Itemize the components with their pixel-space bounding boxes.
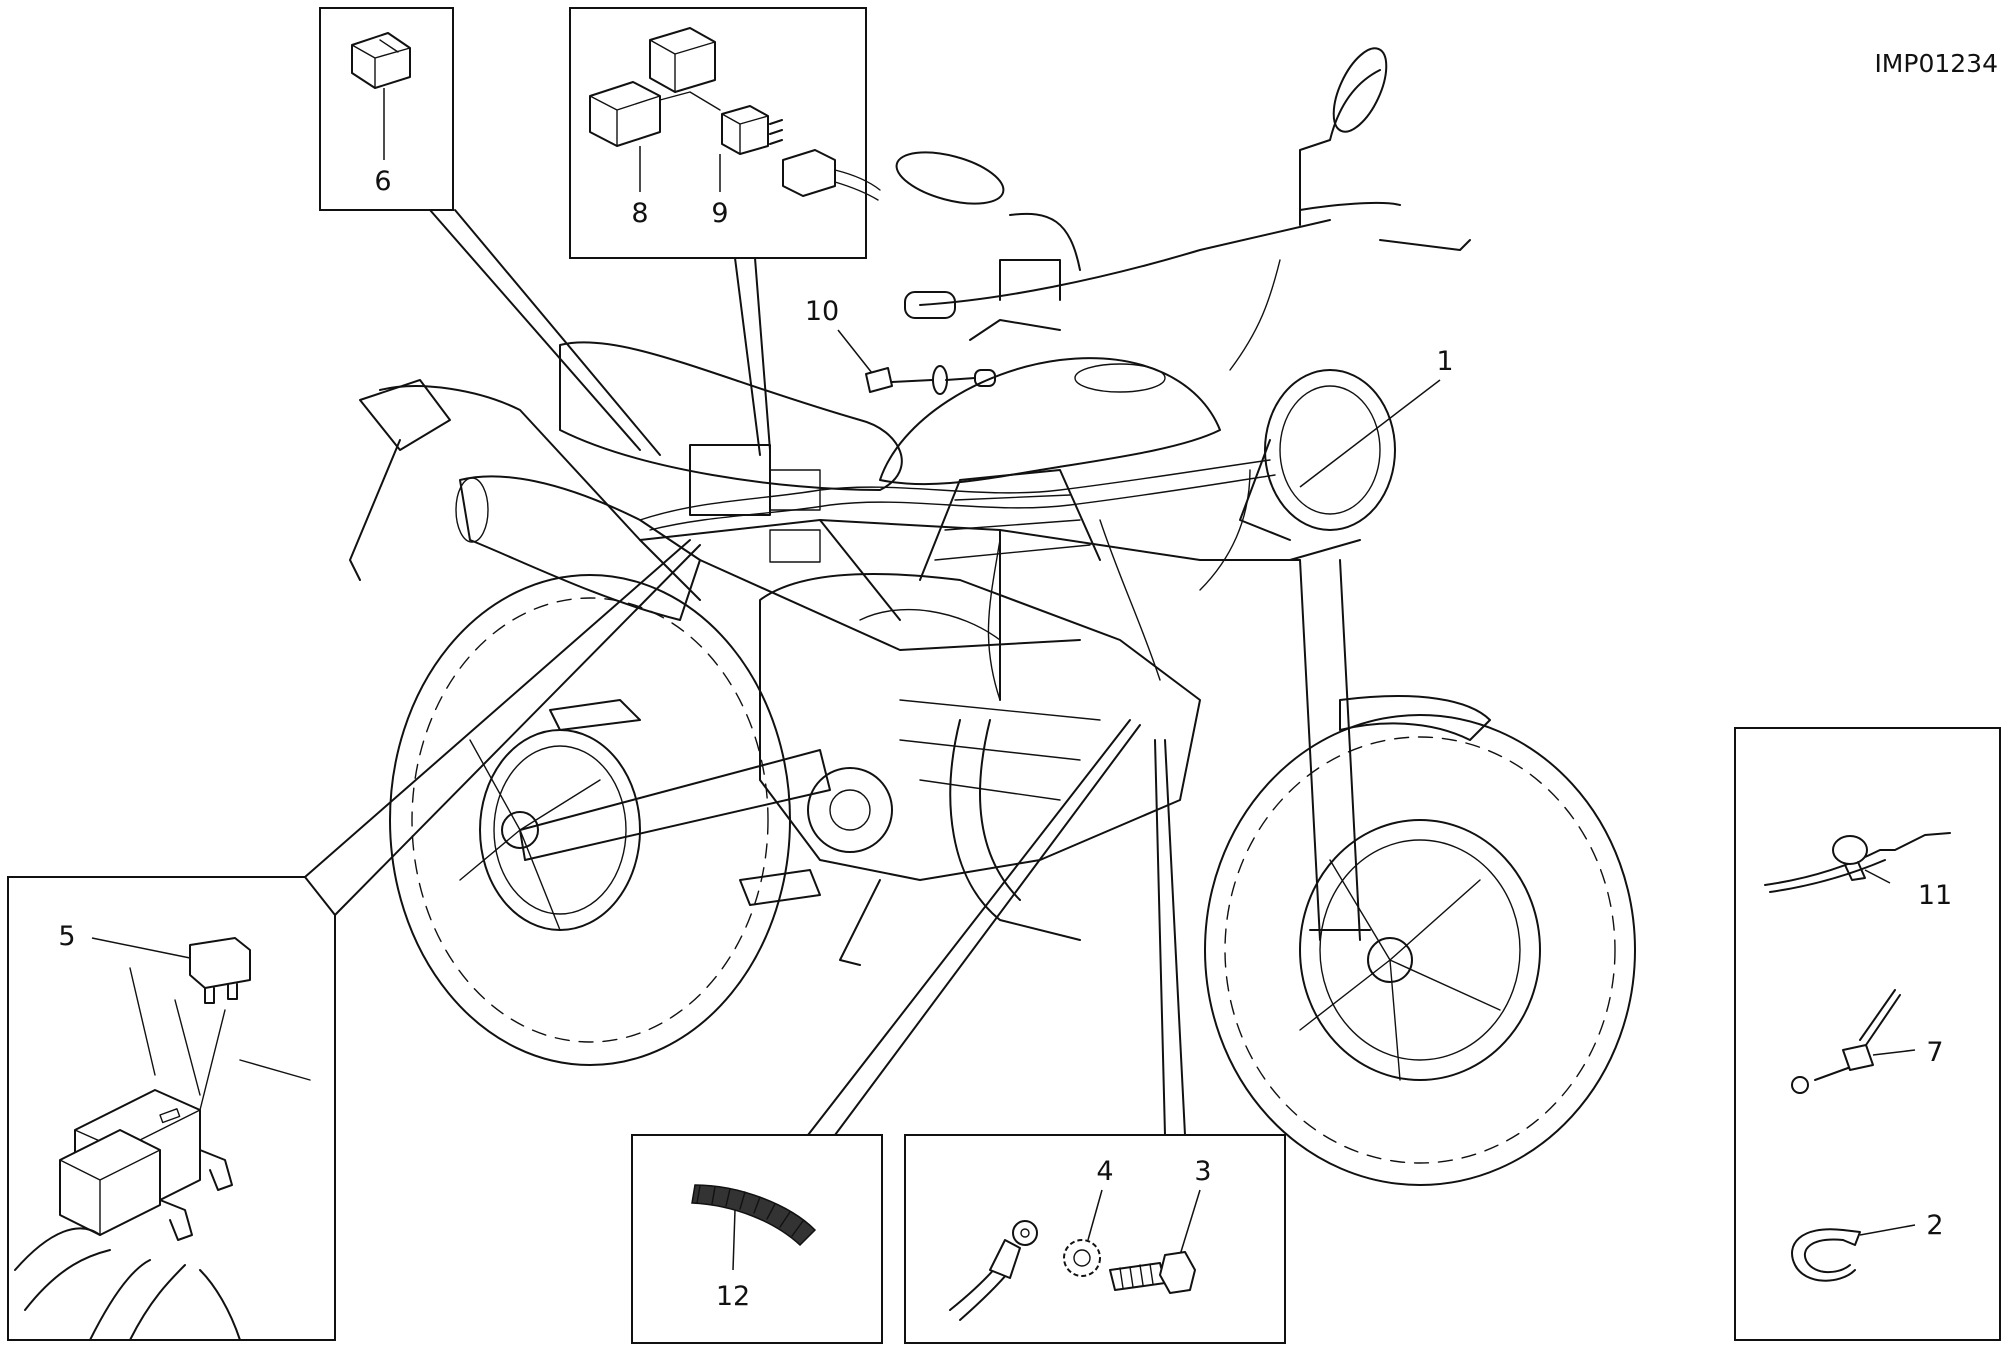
box-leader-lines bbox=[304, 209, 1186, 1136]
detail-box-8-9: 8 9 bbox=[569, 7, 881, 259]
callout-12: 12 bbox=[716, 1281, 750, 1312]
callout-3: 3 bbox=[1194, 1156, 1211, 1187]
detail-box-3-4: 4 3 bbox=[904, 1134, 1286, 1344]
detail-box-12: 12 bbox=[631, 1134, 883, 1344]
callout-6: 6 bbox=[374, 166, 391, 197]
callout-2: 2 bbox=[1926, 1210, 1943, 1241]
detail-box-11-7-2: 11 7 2 bbox=[1734, 727, 2001, 1341]
callout-4: 4 bbox=[1096, 1156, 1113, 1187]
detail-box-5: 5 bbox=[7, 876, 336, 1341]
callout-8: 8 bbox=[631, 198, 648, 229]
callout-5: 5 bbox=[58, 921, 75, 952]
callout-10: 10 bbox=[805, 296, 839, 327]
rear-wheel bbox=[389, 574, 791, 1066]
drawing-code: IMP01234 bbox=[1874, 49, 1998, 78]
front-wheel bbox=[1204, 714, 1636, 1186]
part-1-main-harness: 1 bbox=[1299, 346, 1454, 488]
callout-9: 9 bbox=[711, 198, 728, 229]
callout-11: 11 bbox=[1918, 880, 1952, 911]
callout-7: 7 bbox=[1926, 1037, 1943, 1068]
callout-1: 1 bbox=[1436, 346, 1453, 377]
motorcycle-illustration bbox=[349, 47, 1636, 1186]
part-10-sensor: 10 bbox=[805, 296, 996, 395]
detail-box-6: 6 bbox=[319, 7, 454, 211]
